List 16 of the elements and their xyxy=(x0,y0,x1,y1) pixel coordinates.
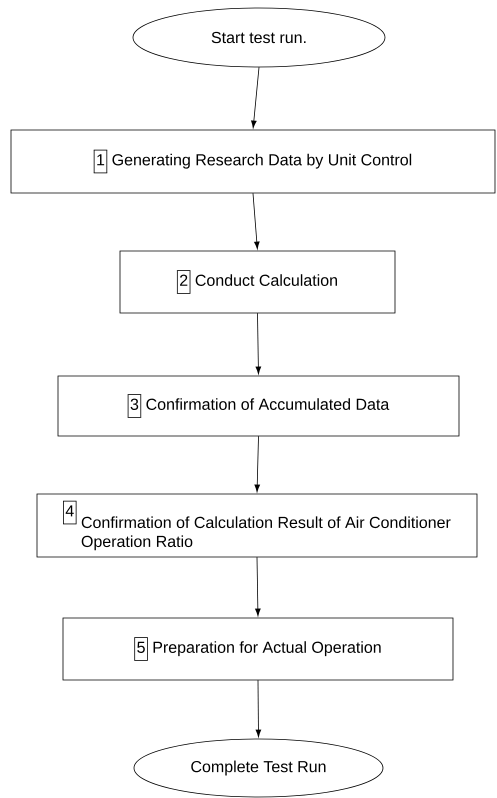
process-box: 5 Preparation for Actual Operation xyxy=(62,618,454,680)
step-number: 5 xyxy=(134,637,148,661)
process-box: 3 Confirmation of Accumulated Data xyxy=(58,376,460,436)
arrow xyxy=(252,193,260,250)
step-number: 2 xyxy=(176,270,191,294)
arrow xyxy=(256,313,262,374)
process-box: 2 Conduct Calculation xyxy=(120,250,396,314)
step-number: 1 xyxy=(93,150,108,174)
step-number: 4 xyxy=(62,500,77,524)
arrow xyxy=(254,436,260,492)
arrow xyxy=(255,557,261,616)
process-box: 4 Confirmation of Calculation Result of Air Conditioner Operation Ratio xyxy=(36,494,478,558)
arrow xyxy=(256,680,262,738)
process-box: 1 Generating Research Data by Unit Control xyxy=(10,130,496,194)
step-number: 3 xyxy=(127,394,142,418)
arrow xyxy=(251,67,260,128)
